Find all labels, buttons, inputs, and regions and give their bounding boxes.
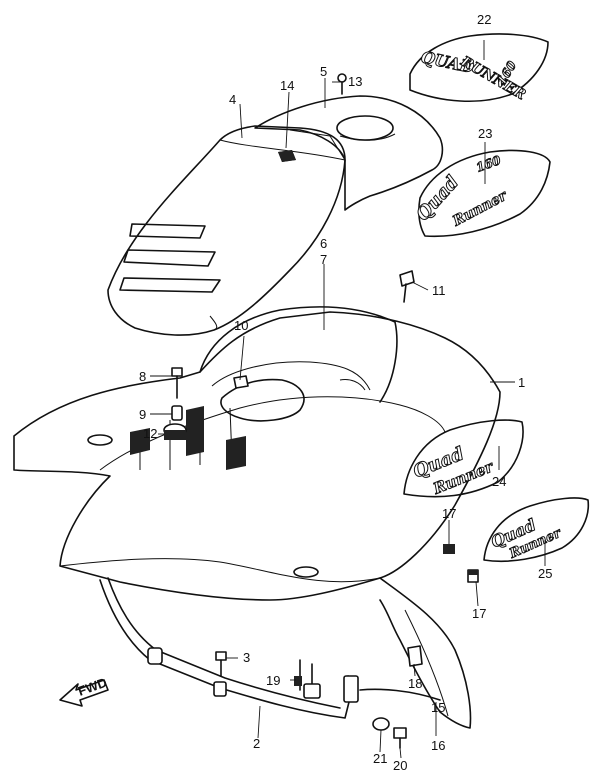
callout-1: 1	[518, 375, 525, 390]
bolt-11	[399, 270, 415, 303]
svg-text:160: 160	[474, 153, 503, 175]
front-fender	[13, 306, 501, 601]
bolt-8	[171, 367, 183, 399]
decal-23: Quad 160 Runner	[412, 149, 551, 238]
callout-24: 24	[492, 474, 506, 489]
callout-15: 15	[431, 700, 445, 715]
callout-11: 11	[432, 283, 446, 298]
callout-10: 10	[234, 318, 248, 333]
callout-21: 21	[373, 751, 387, 766]
callout-20: 20	[393, 758, 407, 773]
callout-19: 19	[266, 673, 280, 688]
svg-text:RUNNER: RUNNER	[457, 53, 528, 103]
callout-6: 6	[320, 236, 327, 251]
callout-5: 5	[320, 64, 327, 79]
decal-22: QUAD RUNNER 160	[409, 33, 549, 104]
callout-12: 12	[143, 426, 157, 441]
front-box-cover	[107, 125, 346, 336]
callout-16: 16	[431, 738, 445, 753]
callout-17b: 17	[472, 606, 486, 621]
callout-8: 8	[139, 369, 146, 384]
callout-23: 23	[478, 126, 492, 141]
fwd-arrow-icon: FWD	[59, 675, 109, 707]
callout-13: 13	[348, 74, 362, 89]
callout-4: 4	[229, 92, 236, 107]
nut-17b	[467, 569, 479, 583]
mud-guard	[359, 577, 472, 729]
callout-3: 3	[243, 650, 250, 665]
callout-25: 25	[538, 566, 552, 581]
clip-18	[407, 645, 423, 667]
nut-17a	[443, 544, 455, 554]
svg-text:Runner: Runner	[449, 187, 510, 230]
callout-14: 14	[280, 78, 294, 93]
front-brace	[99, 577, 359, 719]
callout-17a: 17	[442, 506, 456, 521]
callout-numbers: 1 2 3 4 5 6 7 8 9 10 11 12 13 14 15 16 1…	[139, 12, 552, 773]
clip-14	[278, 150, 296, 162]
bolt-20	[393, 727, 407, 749]
callout-7: 7	[320, 252, 327, 267]
callout-2: 2	[253, 736, 260, 751]
callout-22: 22	[477, 12, 491, 27]
collar-9	[171, 405, 183, 421]
center-cover	[254, 95, 444, 211]
washer-21	[372, 717, 390, 731]
bolt-19	[294, 676, 302, 686]
decal-25: Quad Runner	[483, 497, 590, 563]
bolt-13	[337, 73, 347, 95]
callout-9: 9	[139, 407, 146, 422]
bolt-3	[215, 651, 227, 677]
bolt-10	[233, 375, 249, 389]
leader-lines	[150, 40, 546, 759]
grommet-12	[163, 423, 187, 440]
callout-18: 18	[408, 676, 422, 691]
